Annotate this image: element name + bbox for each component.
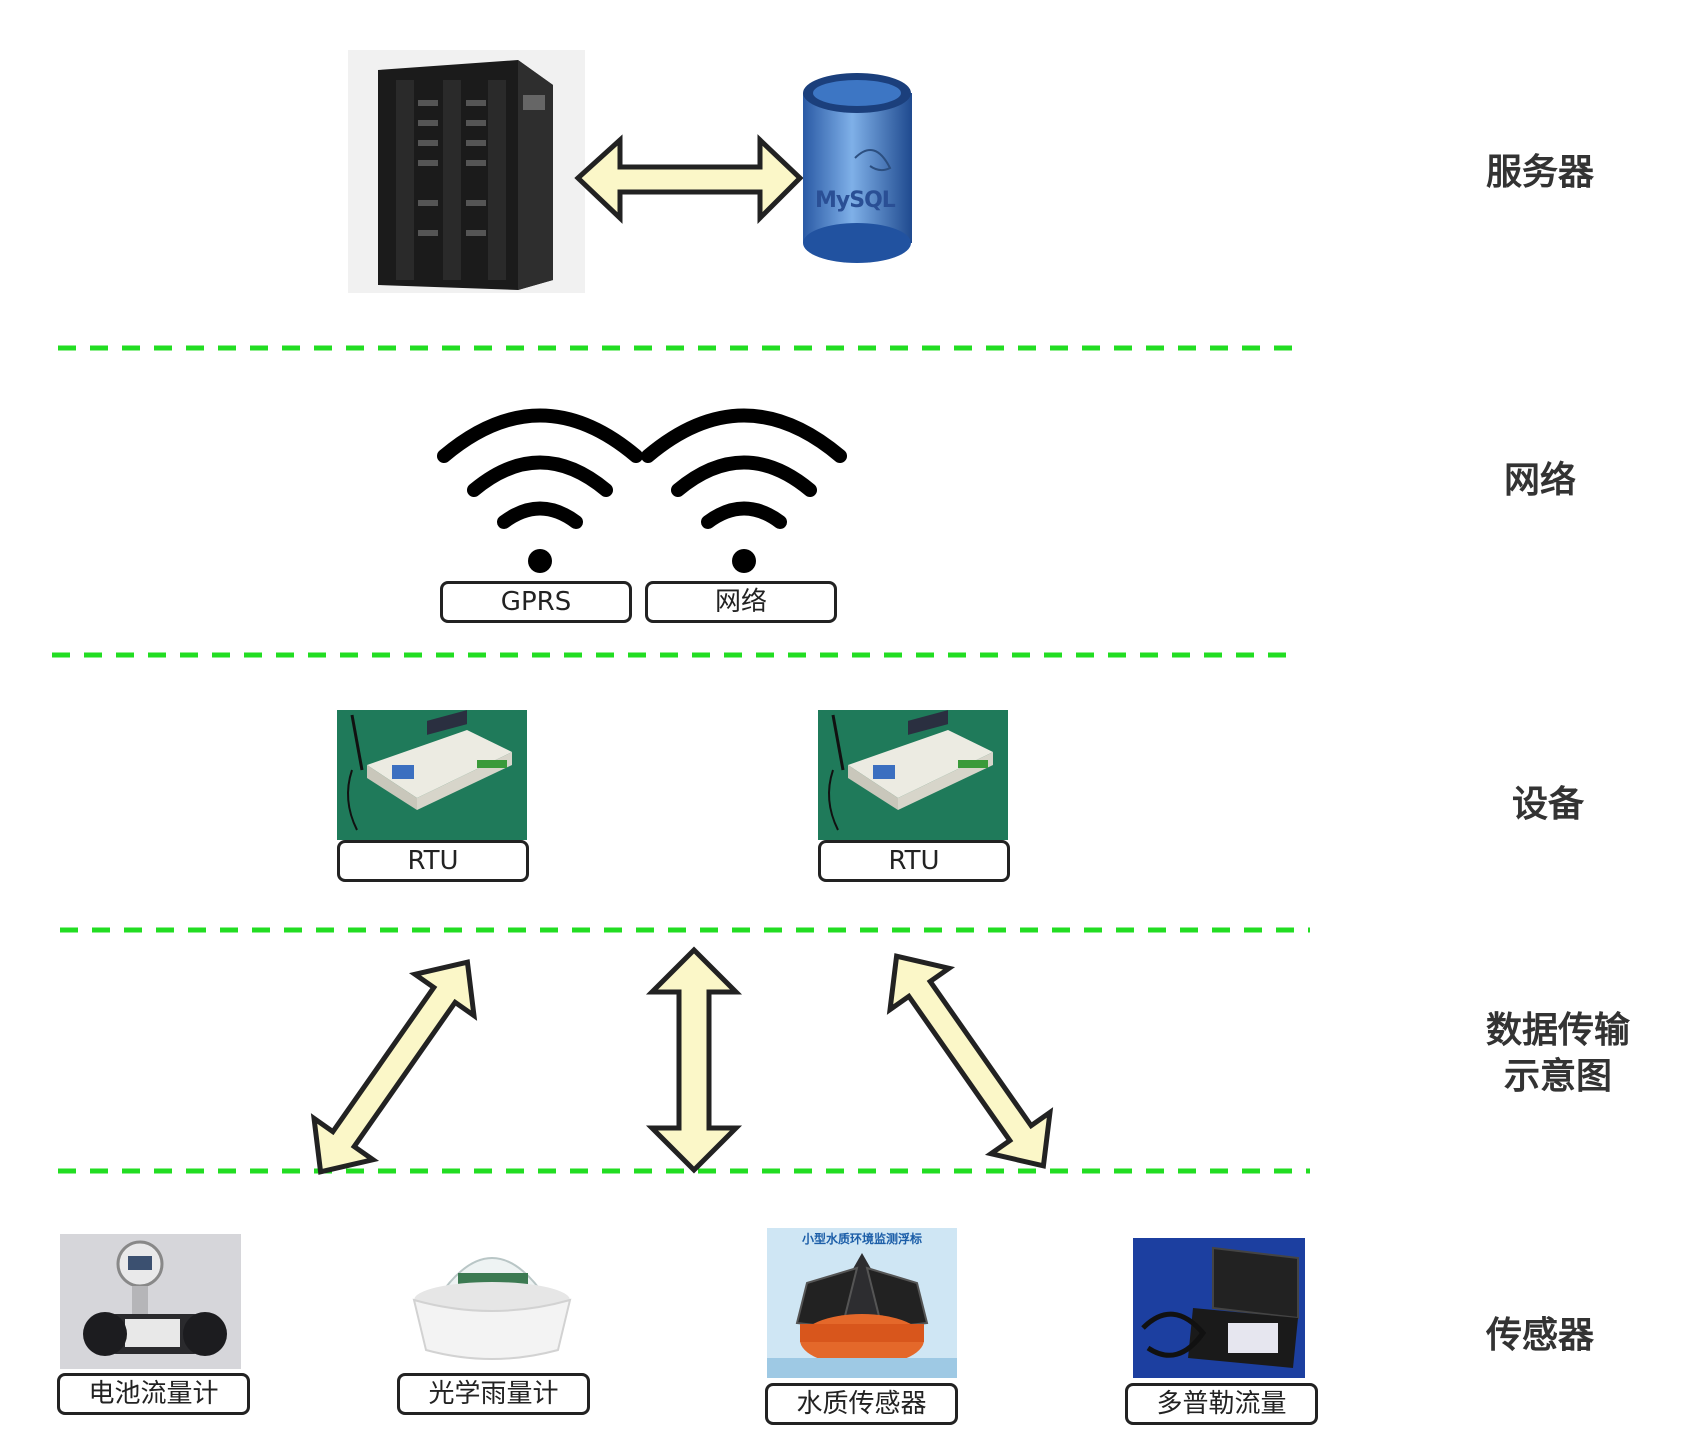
rtu-device-image-2 bbox=[818, 710, 1008, 840]
optical-rain-gauge-image bbox=[398, 1218, 586, 1368]
doppler-flowmeter-image bbox=[1133, 1238, 1305, 1378]
water-quality-buoy-image: 小型水质环境监测浮标 bbox=[767, 1228, 957, 1378]
sensor-label-box-1: 电池流量计 bbox=[57, 1373, 250, 1415]
sensor-label-box-2: 光学雨量计 bbox=[397, 1373, 590, 1415]
layer-label-sensor: 传感器 bbox=[1485, 1315, 1594, 1356]
buoy-banner-text: 小型水质环境监测浮标 bbox=[801, 1232, 922, 1246]
battery-flowmeter-image bbox=[60, 1234, 241, 1369]
layer-label-server: 服务器 bbox=[1485, 152, 1594, 193]
sensor-label-box-3: 水质传感器 bbox=[765, 1383, 958, 1425]
mysql-logo-text: MySQL bbox=[815, 188, 896, 213]
layer-label-device: 设备 bbox=[1511, 784, 1584, 825]
layer-label-transfer: 数据传输 示意图 bbox=[1485, 1010, 1630, 1097]
gprs-label-box: GPRS bbox=[440, 581, 632, 623]
rtu-device-image-1 bbox=[337, 710, 527, 840]
server-rack-image bbox=[348, 50, 585, 293]
rtu-label-box-2: RTU bbox=[818, 840, 1010, 882]
layer-label-network: 网络 bbox=[1503, 460, 1576, 501]
rtu-label-box-1: RTU bbox=[337, 840, 529, 882]
sensor-label-box-4: 多普勒流量 bbox=[1125, 1383, 1318, 1425]
mysql-database-icon: MySQL bbox=[795, 68, 920, 268]
network-label-box: 网络 bbox=[645, 581, 837, 623]
